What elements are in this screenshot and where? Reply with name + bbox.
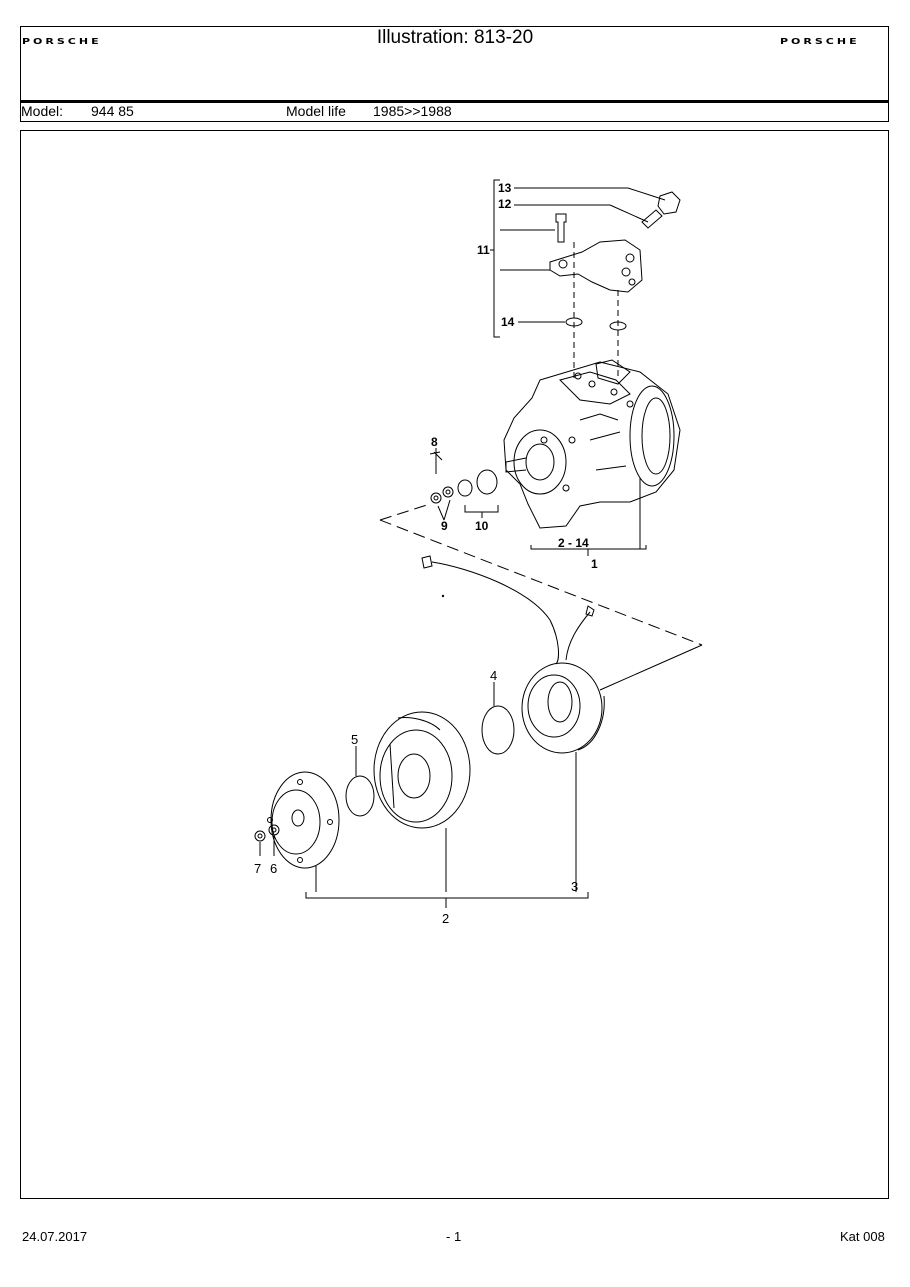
callout-10: 10 [475,519,489,533]
callout-7: 7 [254,861,261,876]
callout-13: 13 [498,181,512,195]
porsche-logo-left: PORSCHE [22,36,102,47]
callout-5: 5 [351,732,358,747]
callout-8: 8 [431,435,438,449]
model-life-value: 1985>>1988 [373,103,452,119]
model-life-label: Model life [286,103,346,119]
callout-2: 2 [442,911,449,926]
callout-14: 14 [501,315,515,329]
callout-9: 9 [441,519,448,533]
callout-11: 11 [477,243,490,257]
illustration-title: Illustration: 813-20 [376,27,534,48]
callout-3: 3 [571,879,578,894]
callout-4: 4 [490,668,497,683]
porsche-logo-right: PORSCHE [780,36,860,47]
illustration-frame [20,130,889,1199]
model-label: Model: [21,103,64,119]
footer-catalog: Kat 008 [840,1229,885,1244]
callout-12: 12 [498,197,512,211]
model-value: 944 85 [91,103,134,119]
model-bar: Model: 944 85 Model life 1985>>1988 [20,101,889,122]
callout-6: 6 [270,861,277,876]
callout-1: 1 [591,557,598,571]
callout-2-14: 2 - 14 [558,536,589,550]
footer-page-number: - 1 [446,1229,462,1244]
footer-date: 24.07.2017 [22,1229,88,1244]
